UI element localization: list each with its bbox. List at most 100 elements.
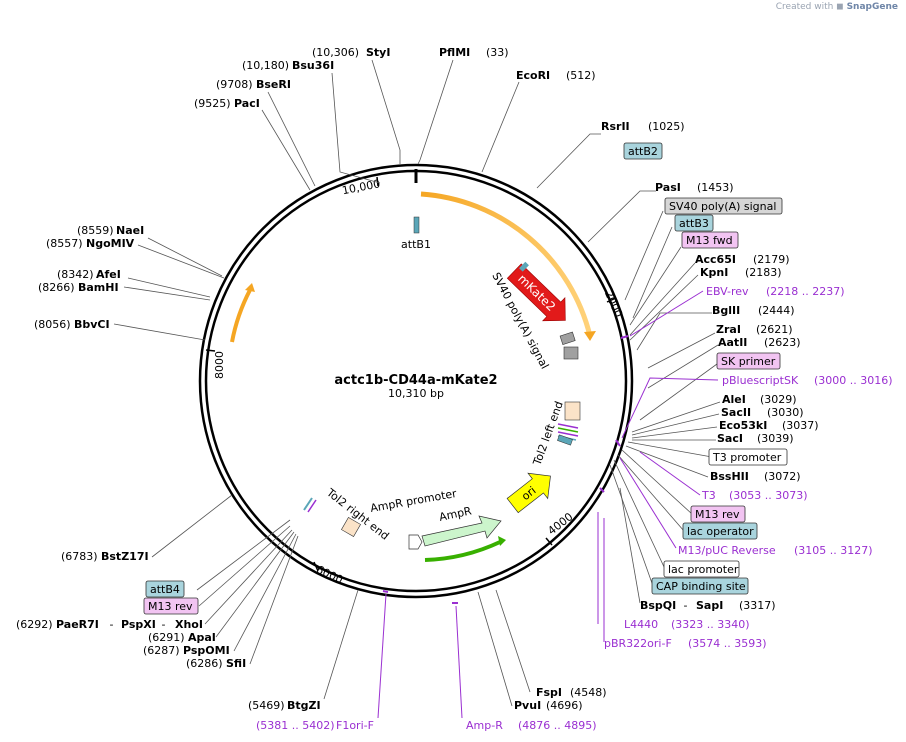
- site-multi-sep-1: -: [106, 618, 117, 631]
- attB-small-marker: [519, 261, 529, 272]
- ori-feature[interactable]: ori: [503, 463, 561, 518]
- orange-arc-arrow-icon: [584, 331, 596, 341]
- site-bamhi-name: BamHI: [78, 281, 119, 294]
- site-aatii-name: AatII: [718, 336, 747, 349]
- badge-attb3-label: attB3: [679, 217, 709, 230]
- site-kpni-name: KpnI: [700, 266, 728, 279]
- green-arc-arrow-icon: [498, 536, 506, 546]
- primer-f1ori-name: F1ori-F: [336, 719, 374, 732]
- mcs-stripes: [557, 423, 579, 446]
- site-pspomi-pos: (6287): [143, 644, 180, 657]
- badge-cap-binding-site[interactable]: CAP binding site: [651, 577, 749, 595]
- feature-badges: attB2 SV40 poly(A) signal attB3 M13 fwd …: [143, 142, 788, 615]
- site-rsrii-pos: (1025): [648, 120, 685, 133]
- credit-brand: SnapGene: [846, 2, 898, 12]
- site-acc65i-name: Acc65I: [695, 253, 736, 266]
- orange-arc-left-arrow-icon: [245, 283, 255, 292]
- primer-l4440-range: (3323 .. 3340): [671, 618, 750, 631]
- badge-lac-operator[interactable]: lac operator: [682, 522, 758, 540]
- site-pspxi-name: PspXI: [121, 618, 156, 631]
- site-bglii-name: BglII: [712, 304, 740, 317]
- site-alei-pos: (3029): [760, 393, 797, 406]
- site-fspi-pos: (4548): [570, 686, 607, 699]
- badge-m13rev-right-label: M13 rev: [695, 508, 740, 521]
- primer-t3-name: T3: [701, 489, 716, 502]
- badge-m13fwd[interactable]: M13 fwd: [681, 231, 739, 249]
- site-bseri-pos: (9708): [216, 78, 253, 91]
- badge-attb4[interactable]: attB4: [145, 580, 185, 598]
- ampr-feature[interactable]: [421, 515, 502, 547]
- primer-pbs-range: (3000 .. 3016): [814, 374, 893, 387]
- site-paci-pos: (9525): [194, 97, 231, 110]
- badge-lac-promoter[interactable]: lac promoter: [663, 560, 740, 578]
- primer-pbr-name: pBR322ori-F: [604, 637, 672, 650]
- primer-l4440-name: L4440: [624, 618, 658, 631]
- site-bspqi-pos: (3317): [739, 599, 776, 612]
- site-apai-name: ApaI: [188, 631, 216, 644]
- site-fspi-name: FspI: [536, 686, 562, 699]
- site-zrai-pos: (2621): [756, 323, 793, 336]
- badge-m13rev-right[interactable]: M13 rev: [690, 505, 746, 523]
- primer-leader-lines: [377, 290, 719, 719]
- plasmid-name: actc1b-CD44a-mKate2: [334, 373, 497, 388]
- ampr-promoter-feature[interactable]: [408, 534, 423, 550]
- site-bseri-name: BseRI: [256, 78, 291, 91]
- badge-cap-label: CAP binding site: [656, 580, 746, 593]
- site-paer7i-name: PaeR7I: [56, 618, 99, 631]
- site-bglii-pos: (2444): [758, 304, 795, 317]
- badge-attb2-label: attB2: [628, 145, 658, 158]
- badge-t3promoter[interactable]: T3 promoter: [708, 448, 788, 466]
- site-pvui-name: PvuI: [514, 699, 541, 712]
- site-zrai-name: ZraI: [716, 323, 741, 336]
- site-pflmi-name: PflMI: [439, 46, 470, 59]
- badge-skprimer[interactable]: SK primer: [716, 352, 781, 370]
- site-bsshii-name: BssHII: [710, 470, 749, 483]
- sv40-box-2[interactable]: [563, 346, 579, 360]
- primer-m13puc-name: M13/pUC Reverse: [678, 544, 776, 557]
- site-sacii-name: SacII: [721, 406, 751, 419]
- green-feature-arc: [424, 540, 501, 562]
- primer-pbs-name: pBluescriptSK: [722, 374, 799, 387]
- site-multi-pos: (6292): [16, 618, 53, 631]
- tol2-right-end-feature[interactable]: [341, 517, 361, 537]
- tol2-left-end-feature[interactable]: [564, 401, 581, 421]
- site-acc65i-pos: (2179): [753, 253, 790, 266]
- site-sacii-pos: (3030): [767, 406, 804, 419]
- site-afei-pos: (8342): [57, 268, 94, 281]
- tol2-left-end-label: Tol2 left end: [530, 399, 566, 468]
- orange-feature-arc-top: [420, 191, 593, 337]
- site-saci-pos: (3039): [757, 432, 794, 445]
- site-pasi-pos: (1453): [697, 181, 734, 194]
- site-ngomiv-pos: (8557): [46, 237, 83, 250]
- site-bbvci-name: BbvCI: [74, 318, 110, 331]
- sv40-box[interactable]: [559, 331, 576, 345]
- enzyme-labels: (10,306) StyI (10,180) Bsu36I (9708) Bse…: [16, 46, 819, 712]
- badge-attb2[interactable]: attB2: [623, 142, 663, 160]
- site-afei-name: AfeI: [96, 268, 121, 281]
- site-bsu36i-name: Bsu36I: [292, 59, 334, 72]
- tick-label-6000: 6000: [314, 563, 345, 587]
- badge-m13rev-left[interactable]: M13 rev: [143, 597, 199, 615]
- attB1-feature[interactable]: [413, 216, 420, 234]
- primer-ampr-name: Amp-R: [466, 719, 503, 732]
- site-naei-pos: (8559): [77, 224, 114, 237]
- site-bbvci-pos: (8056): [34, 318, 71, 331]
- badge-attb3[interactable]: attB3: [674, 214, 714, 232]
- tick-label-8000: 8000: [213, 351, 226, 379]
- badge-sv40-label: SV40 poly(A) signal: [669, 200, 776, 213]
- primer-f1ori-range: (5381 .. 5402): [256, 719, 335, 732]
- site-pvui-pos: (4696): [546, 699, 583, 712]
- plasmid-size: 10,310 bp: [388, 387, 444, 400]
- badge-t3promoter-label: T3 promoter: [712, 451, 782, 464]
- site-paci-name: PacI: [234, 97, 260, 110]
- primer-labels: EBV-rev (2218 .. 2237) pBluescriptSK (30…: [256, 285, 893, 732]
- badge-lac-operator-label: lac operator: [687, 525, 754, 538]
- site-btgzi-name: BtgZI: [287, 699, 321, 712]
- badge-sv40[interactable]: SV40 poly(A) signal: [664, 197, 783, 215]
- site-apai-pos: (6291): [148, 631, 185, 644]
- ampr-label: AmpR: [438, 504, 473, 524]
- site-pspomi-name: PspOMI: [183, 644, 230, 657]
- badge-m13rev-left-label: M13 rev: [148, 600, 193, 613]
- site-alei-name: AleI: [722, 393, 746, 406]
